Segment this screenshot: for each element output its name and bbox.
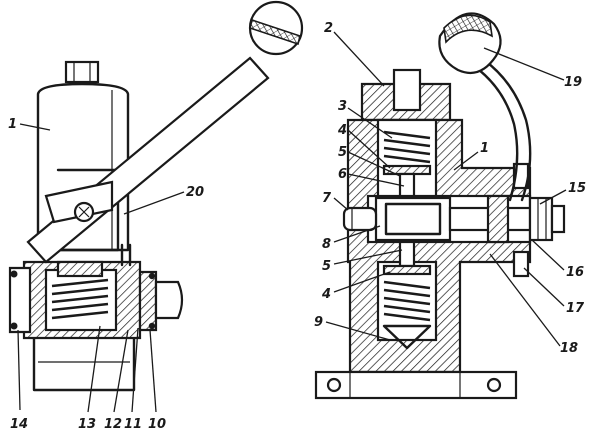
lever-hub	[44, 180, 114, 224]
plunger-head	[56, 260, 104, 278]
label-right-6: 6	[338, 167, 347, 182]
label-right-1: 1	[480, 141, 489, 156]
label-right-9: 9	[314, 315, 323, 330]
label-right-5-lower: 5	[322, 259, 331, 274]
lower-cone	[382, 324, 432, 350]
shaft-bushing	[486, 194, 510, 244]
main-body-section	[346, 118, 532, 374]
label-left-13: 13	[78, 417, 96, 432]
label-right-15: 15	[568, 181, 586, 196]
label-right-7: 7	[322, 191, 332, 206]
base-flange	[314, 370, 518, 400]
end-nut	[528, 196, 554, 242]
top-plug	[392, 68, 422, 112]
label-right-18: 18	[560, 341, 578, 356]
part-labels: 1 20 14 13 12 11 10 2 3 4 5 6 1 7 8 5 4 …	[8, 21, 586, 432]
label-left-10: 10	[148, 417, 166, 432]
outlet-fitting	[154, 280, 184, 320]
label-right-16: 16	[566, 265, 584, 280]
label-right-5-upper: 5	[338, 145, 347, 160]
right-view	[314, 12, 566, 400]
label-right-8: 8	[322, 237, 331, 252]
cylinder-body	[36, 82, 130, 252]
label-left-12: 12	[104, 417, 122, 432]
left-plug	[342, 206, 378, 232]
label-right-4-upper: 4	[337, 123, 347, 138]
label-right-3: 3	[338, 99, 347, 114]
end-bolt	[550, 204, 566, 234]
label-right-17: 17	[566, 301, 585, 316]
leader-lines	[17, 31, 567, 413]
lower-valve-disc	[382, 264, 432, 276]
right-cap	[138, 270, 158, 332]
label-right-19: 19	[564, 75, 582, 90]
top-nut	[64, 60, 100, 84]
label-right-2: 2	[324, 21, 333, 36]
lever-bracket	[56, 168, 120, 252]
lever-rod-outer	[482, 58, 532, 202]
spring-lower	[383, 280, 431, 322]
left-cap	[8, 266, 32, 334]
spring-upper	[383, 130, 431, 164]
label-left-14: 14	[10, 417, 28, 432]
label-left-20: 20	[186, 185, 204, 200]
label-left-1: 1	[8, 117, 17, 132]
lever-arm	[26, 56, 270, 264]
lower-stem	[398, 240, 416, 268]
left-view	[8, 0, 304, 392]
label-right-4-lower: 4	[321, 287, 331, 302]
stud-lower	[512, 250, 530, 278]
label-left-11: 11	[124, 417, 142, 432]
lever-rod-inner	[472, 64, 519, 202]
spring-left	[51, 278, 109, 320]
upper-valve-disc	[382, 164, 432, 176]
